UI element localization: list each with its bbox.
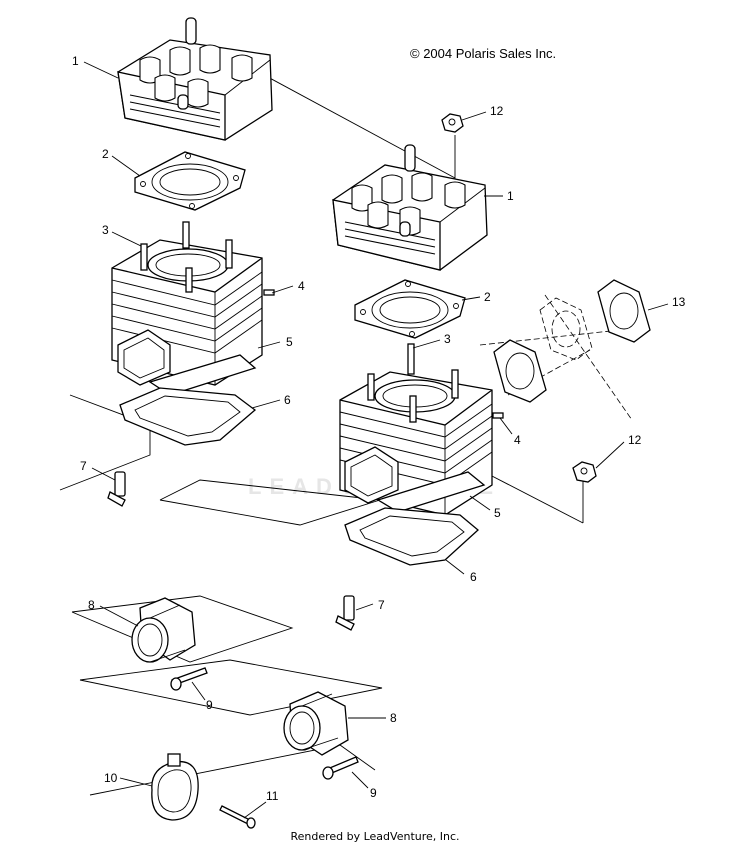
callout-5-left: 5	[286, 335, 293, 349]
exhaust-gasket-near	[493, 339, 547, 403]
head-gasket-left	[134, 151, 246, 211]
callout-2-left: 2	[102, 147, 109, 161]
cylinder-right	[339, 343, 504, 516]
callout-13: 13	[672, 295, 686, 309]
assembly-lines	[59, 61, 633, 796]
callout-4-left: 4	[298, 279, 305, 293]
callout-12-right: 12	[628, 433, 642, 447]
nut-top	[441, 113, 464, 133]
hose-clamp	[151, 753, 199, 821]
footer-credit: Rendered by LeadVenture, Inc.	[290, 830, 460, 843]
callout-6-right: 6	[470, 570, 477, 584]
callout-9-right: 9	[370, 786, 377, 800]
bolt-right	[322, 756, 359, 780]
callout-1-left: 1	[72, 54, 79, 68]
callout-leaders	[83, 61, 669, 819]
callout-10: 10	[104, 771, 118, 785]
callout-3-right: 3	[444, 332, 451, 346]
callout-8-right: 8	[390, 711, 397, 725]
clamp-screw	[219, 805, 256, 829]
callout-8-left: 8	[88, 598, 95, 612]
callout-12-top: 12	[490, 104, 504, 118]
base-gasket-right	[344, 507, 479, 566]
callout-2-right: 2	[484, 290, 491, 304]
callout-7-left: 7	[80, 459, 87, 473]
cylinder-head-left	[117, 17, 273, 141]
callout-6-left: 6	[284, 393, 291, 407]
exhaust-gasket-ghost	[539, 297, 593, 361]
callout-5-right: 5	[494, 506, 501, 520]
bolt-left	[170, 667, 208, 691]
intake-flange-left	[131, 597, 196, 663]
cylinder-left	[111, 221, 275, 396]
pulse-fitting-left	[107, 471, 126, 507]
nut-right	[572, 461, 597, 483]
callout-7-right: 7	[378, 598, 385, 612]
cylinder-head-right	[332, 144, 488, 271]
copyright-notice: © 2004 Polaris Sales Inc.	[410, 46, 557, 61]
callout-1-right: 1	[507, 189, 514, 203]
head-gasket-right	[354, 279, 466, 339]
callout-labels: 1 1 2 2 3 3 4 4 5 5 6 6 7 7 8 8 9 9 10 1…	[72, 54, 686, 803]
pulse-fitting-right	[335, 595, 355, 631]
callout-4-right: 4	[514, 433, 521, 447]
callout-11: 11	[266, 789, 279, 803]
callout-3-left: 3	[102, 223, 109, 237]
callout-9-left: 9	[206, 698, 213, 712]
base-gasket-left	[119, 387, 257, 446]
exhaust-gasket-far	[597, 279, 651, 343]
intake-flange-right	[283, 691, 349, 756]
